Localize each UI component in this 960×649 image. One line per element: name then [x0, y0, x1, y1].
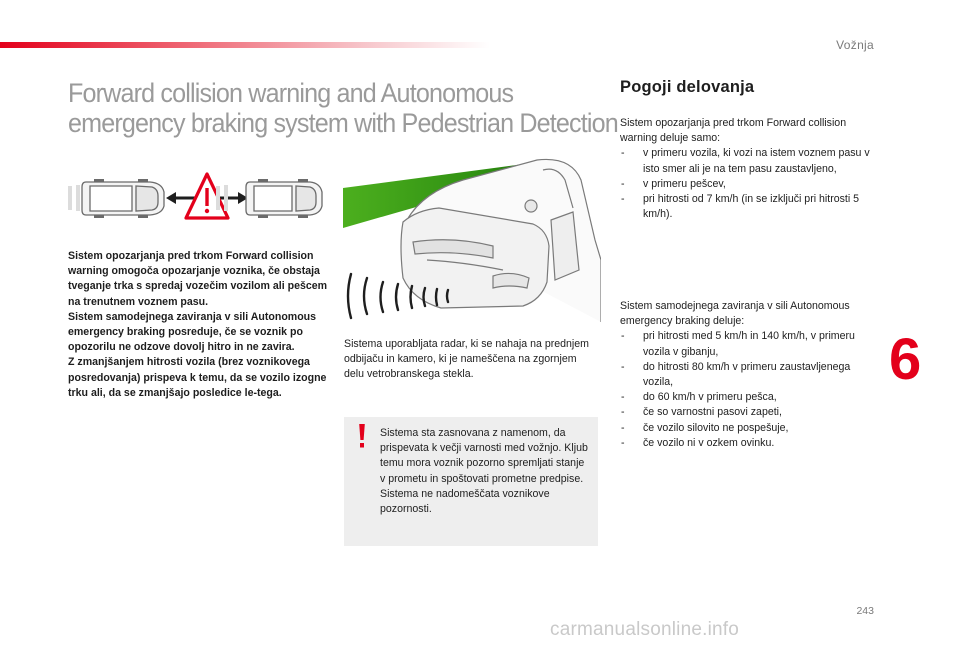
chapter-number: 6: [889, 327, 922, 392]
vehicle-warning-illustration: [68, 172, 323, 220]
list-item: v primeru pešcev,: [620, 177, 870, 192]
list-item: če vozilo silovito ne pospešuje,: [620, 421, 870, 436]
exclamation-icon: [359, 424, 365, 448]
warning-paragraph: Sistema ne nadomeščata voznikove pozorno…: [380, 487, 550, 516]
fcw-conditions: Sistem opozarjanja pred trkom Forward co…: [620, 116, 870, 222]
aeb-conditions: Sistem samodejnega zaviranja v sili Auto…: [620, 299, 870, 451]
rear-van-image: [68, 179, 165, 218]
intro-text: Sistem opozarjanja pred trkom Forward co…: [68, 249, 330, 401]
warning-triangle-icon: [184, 172, 230, 220]
warning-note-text: Sistema sta zasnovana z namenom, da pris…: [380, 426, 592, 517]
front-van-image: [216, 179, 323, 218]
list-item: če vozilo ni v ozkem ovinku.: [620, 436, 870, 451]
intro-paragraph: Sistem opozarjanja pred trkom Forward co…: [68, 250, 328, 308]
aeb-conditions-list: pri hitrosti med 5 km/h in 140 km/h, v p…: [620, 329, 870, 451]
operating-conditions-heading: Pogoji delovanja: [620, 78, 755, 96]
watermark-link[interactable]: carmanualsonline.info: [550, 619, 740, 640]
intro-paragraph: Z zmanjšanjem hitrosti vozila (brez vozn…: [68, 356, 327, 399]
section-label: Vožnja: [836, 38, 874, 52]
page-title-line-1: Forward collision warning and Autonomous: [68, 78, 514, 108]
list-item: do hitrosti 80 km/h v primeru zaustavlje…: [620, 360, 870, 390]
warning-note-box: Sistema sta zasnovana z namenom, da pris…: [344, 417, 598, 546]
page-number: 243: [856, 605, 874, 617]
page-title-line-2: emergency braking system with Pedestrian…: [68, 108, 619, 138]
warning-paragraph: Sistema sta zasnovana z namenom, da pris…: [380, 427, 588, 485]
list-item: do 60 km/h v primeru pešca,: [620, 390, 870, 405]
fcw-intro: Sistem opozarjanja pred trkom Forward co…: [620, 117, 847, 145]
van-front-image: [400, 158, 601, 322]
fcw-conditions-list: v primeru vozila, ki vozi na istem vozne…: [620, 146, 870, 222]
list-item: v primeru vozila, ki vozi na istem vozne…: [620, 146, 870, 176]
radar-waves: [346, 272, 450, 320]
aeb-intro: Sistem samodejnega zaviranja v sili Auto…: [620, 300, 850, 328]
header-accent-bar: [0, 42, 490, 48]
van-sensors-illustration: [343, 158, 601, 322]
page-title: Forward collision warning and Autonomous…: [68, 78, 619, 138]
list-item: pri hitrosti od 7 km/h (in se izključi p…: [620, 192, 870, 222]
sensor-description: Sistema uporabljata radar, ki se nahaja …: [344, 338, 589, 381]
list-item: če so varnostni pasovi zapeti,: [620, 405, 870, 420]
intro-paragraph: Sistem samodejnega zaviranja v sili Auto…: [68, 310, 317, 354]
list-item: pri hitrosti med 5 km/h in 140 km/h, v p…: [620, 329, 870, 359]
